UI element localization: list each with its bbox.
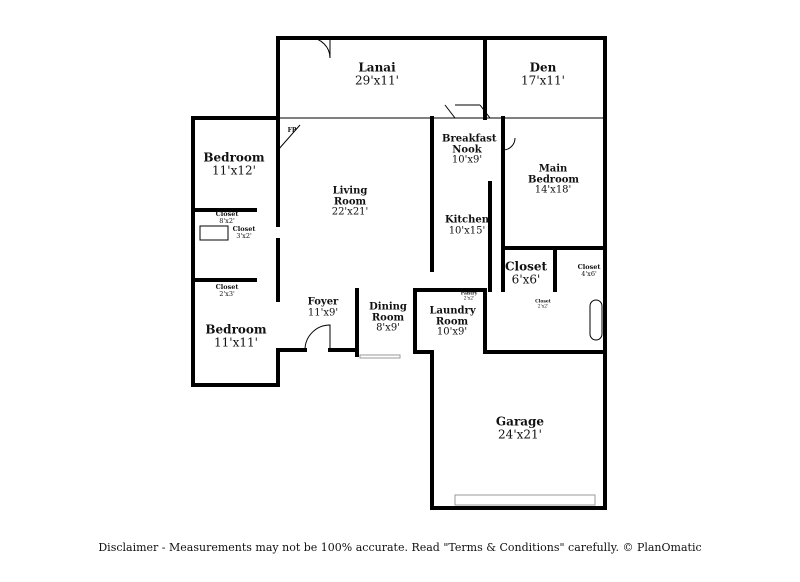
disclaimer: Disclaimer - Measurements may not be 100… [98,541,702,554]
fireplace-label: FP [287,126,297,134]
